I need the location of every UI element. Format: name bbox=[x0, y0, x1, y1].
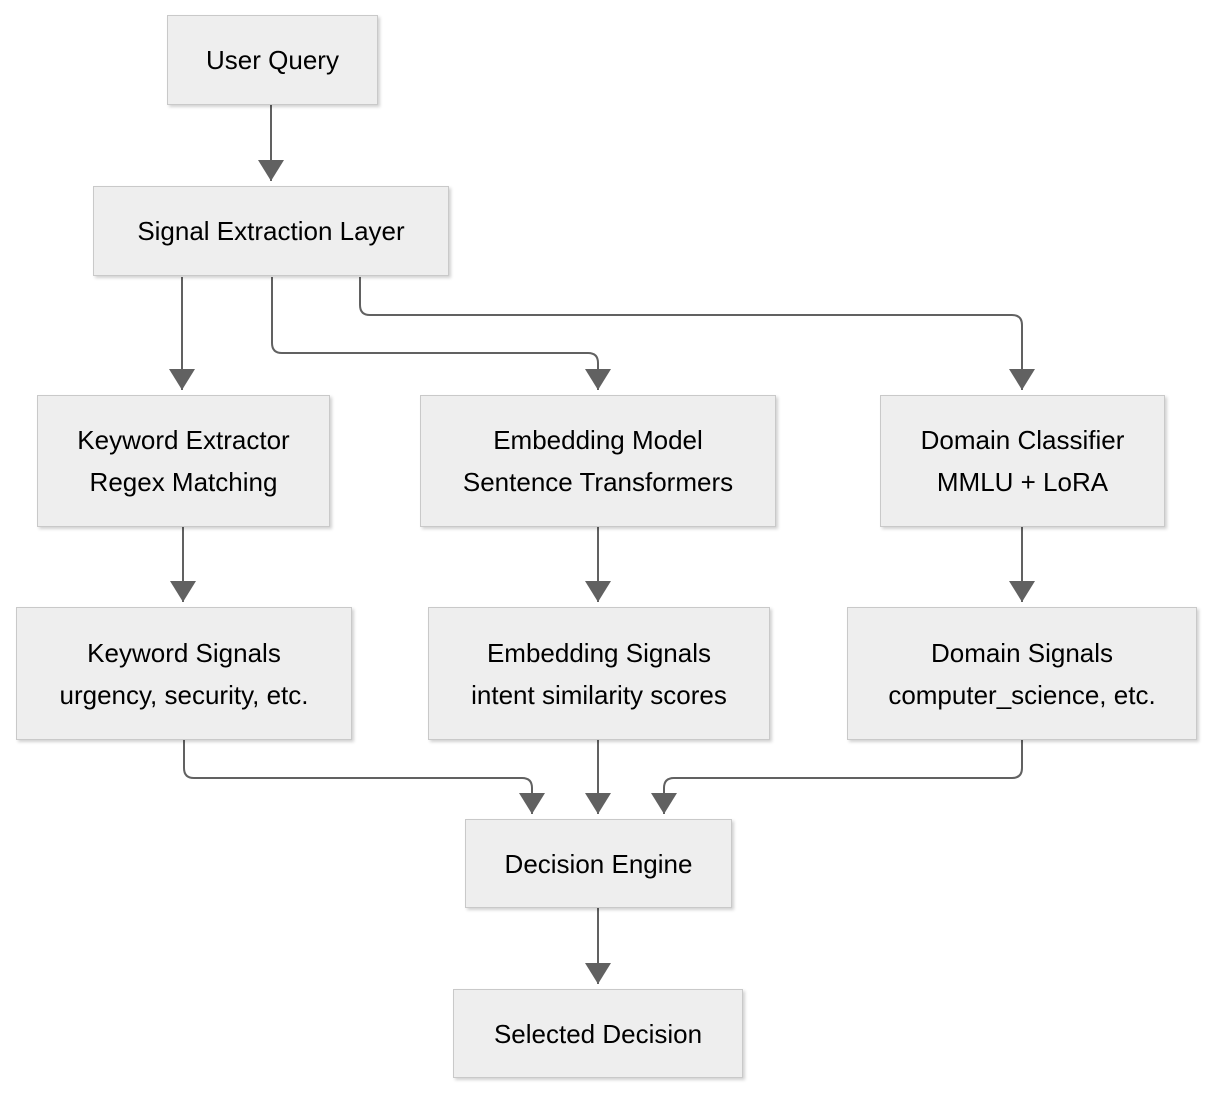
node-embedding-signals-title: Embedding Signals bbox=[486, 637, 712, 668]
node-embedding-model-title: Embedding Model bbox=[493, 425, 703, 455]
node-domain-classifier: Domain Classifier MMLU + LoRA bbox=[880, 395, 1165, 527]
node-user-query: User Query bbox=[167, 15, 378, 105]
node-keyword-extractor-title: Keyword Extractor bbox=[77, 425, 290, 455]
node-decision-engine-label: Decision Engine bbox=[504, 848, 693, 879]
node-domain-signals-subtitle: computer_science, etc. bbox=[888, 679, 1156, 710]
node-signal-extraction-layer: Signal Extraction Layer bbox=[93, 186, 449, 276]
edge-keyword-signals-to-decision-engine bbox=[183, 740, 545, 814]
node-embedding-model: Embedding Model Sentence Transformers bbox=[420, 395, 776, 527]
node-selected-decision: Selected Decision bbox=[453, 989, 743, 1078]
node-keyword-signals-subtitle: urgency, security, etc. bbox=[59, 679, 309, 710]
node-keyword-signals-title: Keyword Signals bbox=[87, 637, 281, 668]
node-embedding-signals: Embedding Signals intent similarity scor… bbox=[428, 607, 770, 740]
node-domain-signals-title: Domain Signals bbox=[930, 637, 1114, 668]
node-keyword-extractor: Keyword Extractor Regex Matching bbox=[37, 395, 330, 527]
node-user-query-label: User Query bbox=[206, 45, 339, 75]
node-embedding-model-subtitle: Sentence Transformers bbox=[462, 467, 734, 497]
edge-signal-extraction-to-embedding-model bbox=[271, 277, 611, 390]
node-embedding-signals-subtitle: intent similarity scores bbox=[471, 679, 727, 710]
node-keyword-extractor-subtitle: Regex Matching bbox=[89, 467, 278, 497]
edge-signal-extraction-to-domain-classifier bbox=[359, 277, 1035, 390]
node-domain-classifier-title: Domain Classifier bbox=[920, 425, 1125, 455]
node-keyword-signals: Keyword Signals urgency, security, etc. bbox=[16, 607, 352, 740]
node-selected-decision-label: Selected Decision bbox=[493, 1018, 703, 1049]
node-domain-classifier-subtitle: MMLU + LoRA bbox=[936, 467, 1109, 497]
node-domain-signals: Domain Signals computer_science, etc. bbox=[847, 607, 1197, 740]
edge-domain-signals-to-decision-engine bbox=[651, 740, 1023, 814]
node-signal-extraction-layer-label: Signal Extraction Layer bbox=[137, 216, 405, 246]
node-decision-engine: Decision Engine bbox=[465, 819, 732, 908]
